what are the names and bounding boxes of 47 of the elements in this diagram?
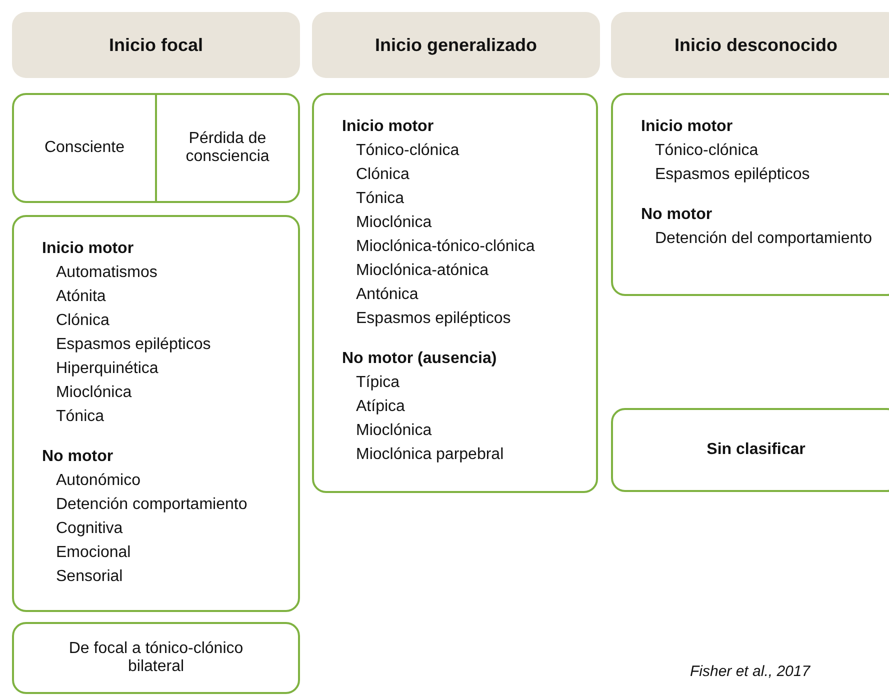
category-card <box>12 93 300 203</box>
list-item: Mioclónica parpebral <box>355 445 505 465</box>
list-item: Detención comportamiento <box>55 495 248 515</box>
list-item: Tónico-clónica <box>654 141 760 161</box>
list-item: Sensorial <box>55 567 124 587</box>
list-item: Hiperquinética <box>55 359 160 379</box>
list-item: Mioclónica-atónica <box>355 261 490 281</box>
category-card <box>611 408 889 492</box>
category-card <box>312 93 598 493</box>
list-heading: Inicio motor <box>342 117 435 137</box>
column-header: Inicio focal <box>12 12 300 78</box>
list-item: Mioclónica <box>355 213 433 233</box>
category-label: Consciente <box>43 138 126 158</box>
list-item: Tónica <box>355 189 406 209</box>
category-card <box>611 93 889 296</box>
list-item: Espasmos epilépticos <box>55 335 212 355</box>
list-item: Cognitiva <box>55 519 124 539</box>
list-item: Detención del comportamiento <box>654 229 874 249</box>
category-label: Pérdida de consciencia <box>155 95 298 201</box>
list-item: Clónica <box>355 165 410 185</box>
list-item: Autonómico <box>55 471 142 491</box>
list-item: Mioclónica-tónico-clónica <box>355 237 536 257</box>
list-item: Automatismos <box>55 263 158 283</box>
list-item: Espasmos epilépticos <box>654 165 811 185</box>
citation-note: Fisher et al., 2017 <box>690 663 810 680</box>
list-heading: No motor <box>42 447 114 467</box>
category-label: Sin clasificar <box>706 441 806 459</box>
list-heading: No motor (ausencia) <box>342 349 498 369</box>
category-label: De focal a tónico-clónico bilateral <box>68 640 244 676</box>
column-header: Inicio desconocido <box>611 12 889 78</box>
list-item: Tónica <box>55 407 106 427</box>
list-item: Emocional <box>55 543 132 563</box>
list-heading: No motor <box>641 205 714 225</box>
list-item: Atónita <box>55 287 107 307</box>
list-item: Típica <box>355 373 401 393</box>
list-item: Mioclónica <box>55 383 133 403</box>
list-item: Tónico-clónica <box>355 141 460 161</box>
column-header: Inicio generalizado <box>312 12 600 78</box>
list-item: Espasmos epilépticos <box>355 309 512 329</box>
list-heading: Inicio motor <box>641 117 734 137</box>
list-item: Atípica <box>355 397 406 417</box>
list-heading: Inicio motor <box>42 239 135 259</box>
list-item: Antónica <box>355 285 420 305</box>
list-item: Clónica <box>55 311 110 331</box>
category-card <box>12 622 300 694</box>
category-card <box>12 215 300 612</box>
list-item: Mioclónica <box>355 421 433 441</box>
